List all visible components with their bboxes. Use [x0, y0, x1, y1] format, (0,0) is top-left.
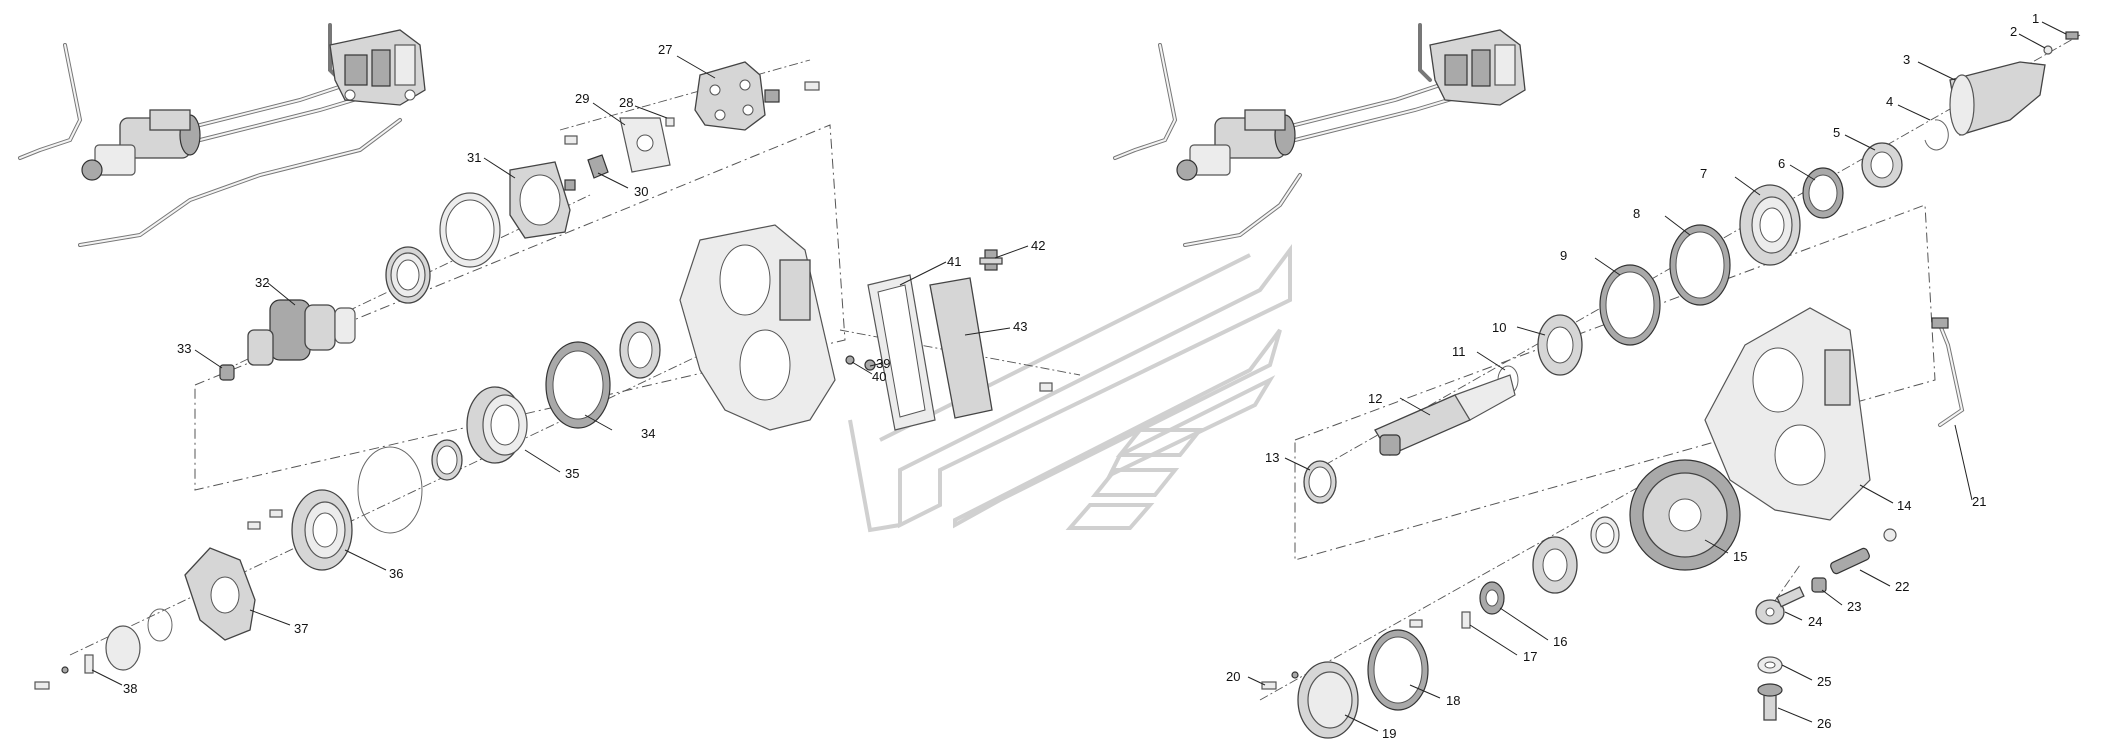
bolt-20 [1261, 681, 1277, 690]
bolt-1 [2065, 31, 2079, 40]
cover-43 [929, 277, 993, 419]
callout-23: 23 [1847, 599, 1861, 614]
flange-31 [509, 161, 576, 239]
cover-7 [1739, 184, 1801, 266]
callout-38: 38 [123, 681, 137, 696]
boot-3 [1949, 61, 2046, 136]
callout-12: 12 [1368, 391, 1382, 406]
callout-29: 29 [575, 91, 589, 106]
banjo-bolt-26 [1757, 683, 1783, 721]
cover-35 [466, 386, 528, 464]
callout-9: 9 [1560, 248, 1567, 263]
callout-36: 36 [389, 566, 403, 581]
brand-logo-watermark [848, 244, 1292, 533]
callout-27: 27 [658, 42, 672, 57]
gearbox-housing-left [679, 224, 836, 431]
gear-shaft-32 [247, 299, 356, 366]
flange-36 [291, 489, 353, 571]
pump-27 [694, 61, 820, 131]
callout-20: 20 [1226, 669, 1240, 684]
left-assembly [34, 59, 1081, 690]
bolt-31b [564, 135, 578, 145]
bolt-36b [269, 509, 283, 518]
bearing-left-mid [619, 321, 661, 379]
bolt-36a [247, 521, 261, 530]
callout-11: 11 [1452, 344, 1466, 359]
washer-thin [105, 625, 141, 671]
ring-thin [147, 608, 173, 642]
callout-24: 24 [1808, 614, 1822, 629]
callout-32: 32 [255, 275, 269, 290]
breather-42 [979, 249, 1003, 271]
callout-5: 5 [1833, 125, 1840, 140]
callout-31: 31 [467, 150, 481, 165]
callout-39: 39 [876, 356, 890, 371]
right-vehicle-chassis-icon [1113, 23, 1526, 247]
callout-33: 33 [177, 341, 191, 356]
callout-18: 18 [1446, 693, 1460, 708]
bearing-left-top [385, 246, 431, 304]
callout-8: 8 [1633, 206, 1640, 221]
callout-7: 7 [1700, 166, 1707, 181]
bearing-right-lower [1532, 536, 1578, 594]
nut-23 [1811, 577, 1827, 593]
gearbox-housing-right [1704, 307, 1871, 521]
callout-15: 15 [1733, 549, 1747, 564]
callout-3: 3 [1903, 52, 1910, 67]
snap-ring-4 [1924, 119, 1949, 151]
callout-37: 37 [294, 621, 308, 636]
callout-2: 2 [2010, 24, 2017, 39]
callout-41: 41 [947, 254, 961, 269]
callout-4: 4 [1886, 94, 1893, 109]
callout-6: 6 [1778, 156, 1785, 171]
callout-13: 13 [1265, 450, 1279, 465]
left-group-boundary [194, 124, 846, 491]
callout-28: 28 [619, 95, 633, 110]
gear-15 [1629, 459, 1741, 571]
bolt-cover [1039, 382, 1053, 392]
pin-28 [665, 117, 675, 127]
right-assembly [1259, 31, 2081, 739]
yoke-37 [184, 547, 256, 641]
callout-35: 35 [565, 466, 579, 481]
coupler-30 [587, 154, 609, 179]
callout-16: 16 [1553, 634, 1567, 649]
banjo-fitting-24 [1755, 586, 1805, 625]
bearing-10 [1537, 314, 1583, 376]
bearing-5 [1861, 142, 1903, 188]
callout-30: 30 [634, 184, 648, 199]
lock-plate-38 [84, 654, 94, 674]
callout-43: 43 [1013, 319, 1027, 334]
callout-1: 1 [2032, 11, 2039, 26]
lock-plate-17 [1461, 611, 1471, 629]
callout-26: 26 [1817, 716, 1831, 731]
spring-22 [1830, 547, 1870, 575]
callout-40: 40 [872, 369, 886, 384]
callout-42: 42 [1031, 238, 1045, 253]
gasket-thin-left [357, 446, 423, 534]
bolt-38 [34, 681, 50, 690]
callout-21: 21 [1972, 494, 1986, 509]
callout-25: 25 [1817, 674, 1831, 689]
callout-22: 22 [1895, 579, 1909, 594]
shaft-12 [1374, 374, 1516, 456]
callout-10: 10 [1492, 320, 1506, 335]
left-vehicle-chassis-icon [18, 23, 426, 247]
callout-14: 14 [1897, 498, 1911, 513]
washer-2 [2043, 45, 2053, 55]
pipe-21 [1938, 323, 1965, 427]
callout-17: 17 [1523, 649, 1537, 664]
callout-labels: 27 28 29 30 31 32 33 34 35 36 37 38 39 4… [123, 11, 2039, 741]
key-33 [219, 364, 235, 381]
callout-19: 19 [1382, 726, 1396, 741]
leader-lines [91, 21, 2067, 732]
callout-34: 34 [641, 426, 655, 441]
